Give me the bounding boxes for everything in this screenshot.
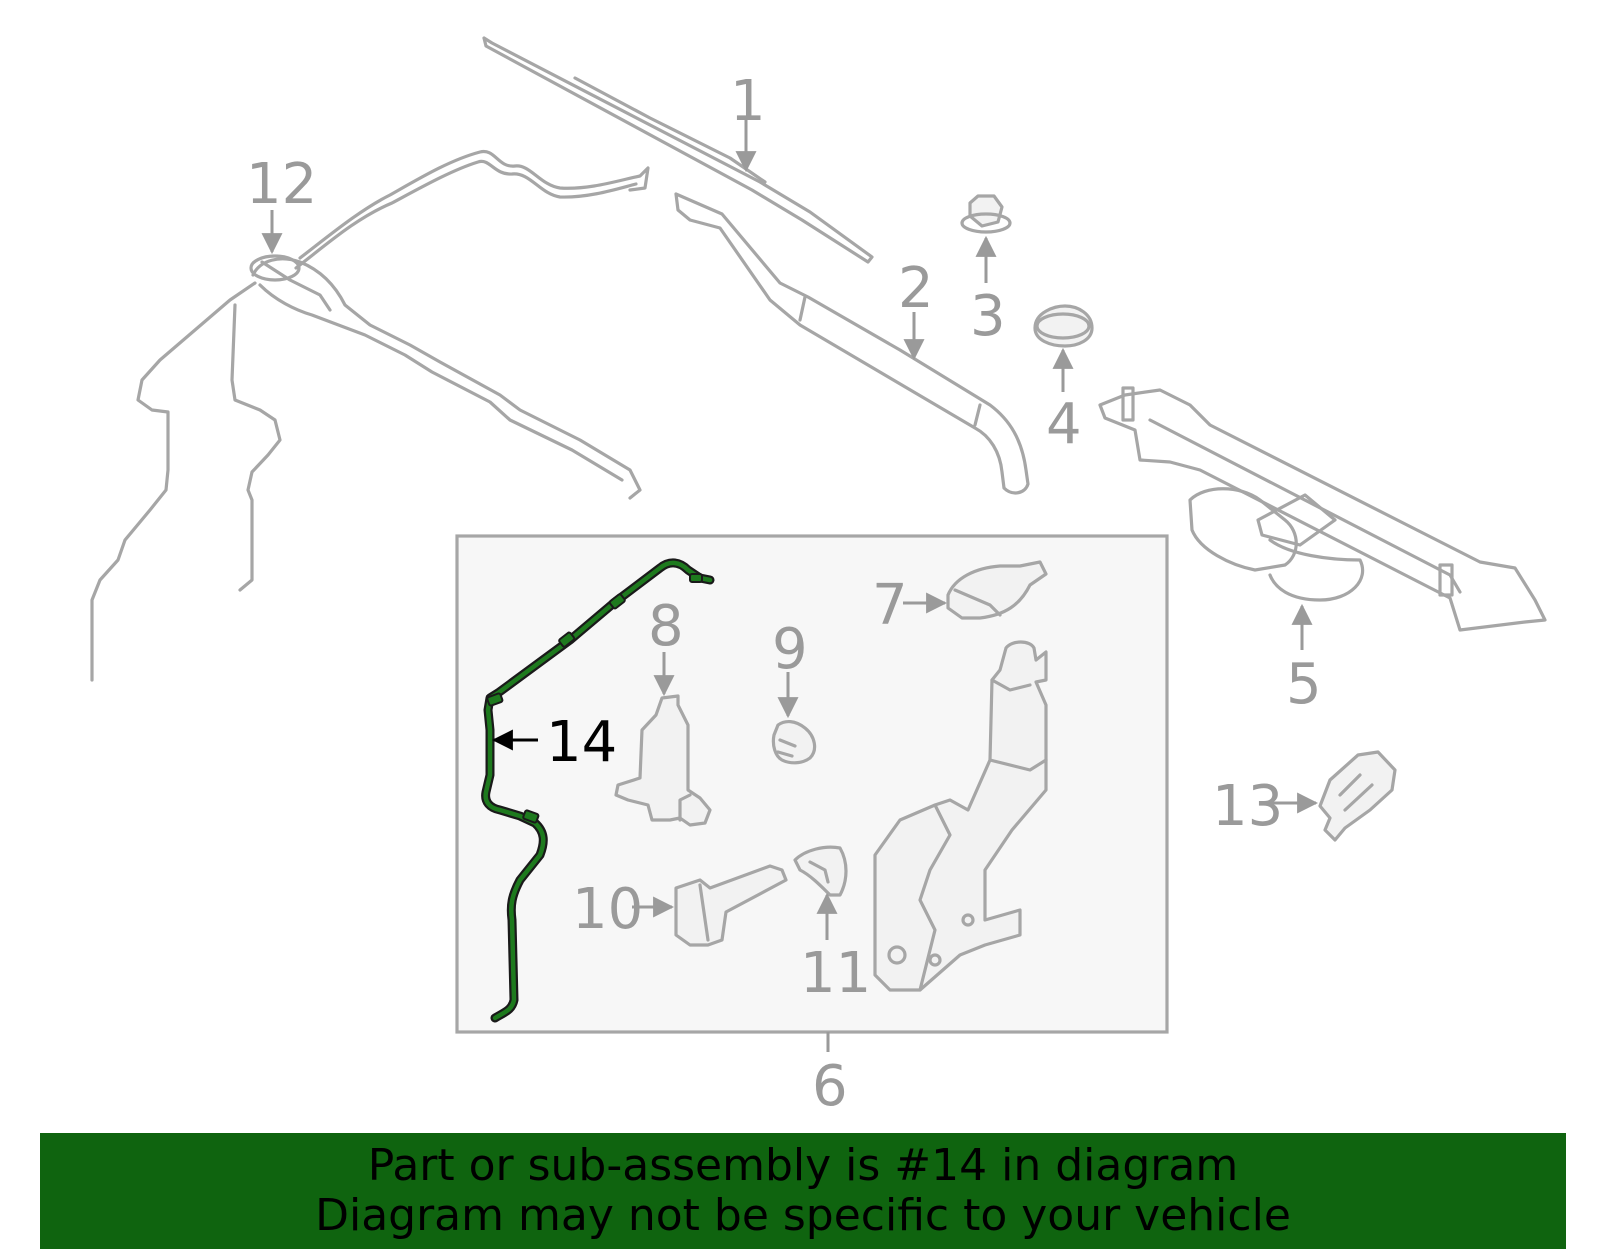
callout-1: 1 — [730, 69, 766, 134]
banner-line-1: Part or sub-assembly is #14 in diagram — [367, 1140, 1239, 1191]
part-1-wiper-blade — [482, 36, 874, 264]
callout-5: 5 — [1286, 652, 1322, 717]
callout-7: 7 — [872, 573, 908, 638]
banner-line-2: Diagram may not be specific to your vehi… — [315, 1190, 1291, 1241]
part-14-hose — [481, 558, 715, 1023]
part-6-washer-kit-box — [455, 534, 1169, 1052]
part-2-wiper-arm — [674, 192, 1030, 495]
info-banner: Part or sub-assembly is #14 in diagram D… — [40, 1133, 1566, 1249]
part-7-cover — [946, 560, 1048, 620]
callout-14: 14 — [546, 710, 617, 775]
part-5-wiper-linkage — [1098, 386, 1547, 632]
callout-2: 2 — [898, 256, 934, 321]
part-4-cap — [1033, 304, 1094, 348]
part-10-level-sensor — [674, 864, 788, 947]
part-12-hose-assembly — [90, 149, 650, 682]
callout-3: 3 — [970, 284, 1006, 349]
callout-12: 12 — [246, 152, 317, 217]
callout-11: 11 — [800, 941, 871, 1006]
callout-4: 4 — [1046, 392, 1082, 457]
callout-10: 10 — [572, 877, 643, 942]
part-3-nut — [960, 194, 1012, 234]
callout-6: 6 — [812, 1054, 848, 1119]
part-9-grommet — [771, 720, 817, 765]
part-13-nozzle — [1318, 750, 1397, 842]
part-8-pump — [614, 694, 712, 827]
callout-8: 8 — [648, 594, 684, 659]
callout-9: 9 — [772, 617, 808, 682]
callout-13: 13 — [1212, 774, 1283, 839]
part-11-clip — [793, 845, 848, 897]
part-6-reservoir — [873, 640, 1048, 992]
